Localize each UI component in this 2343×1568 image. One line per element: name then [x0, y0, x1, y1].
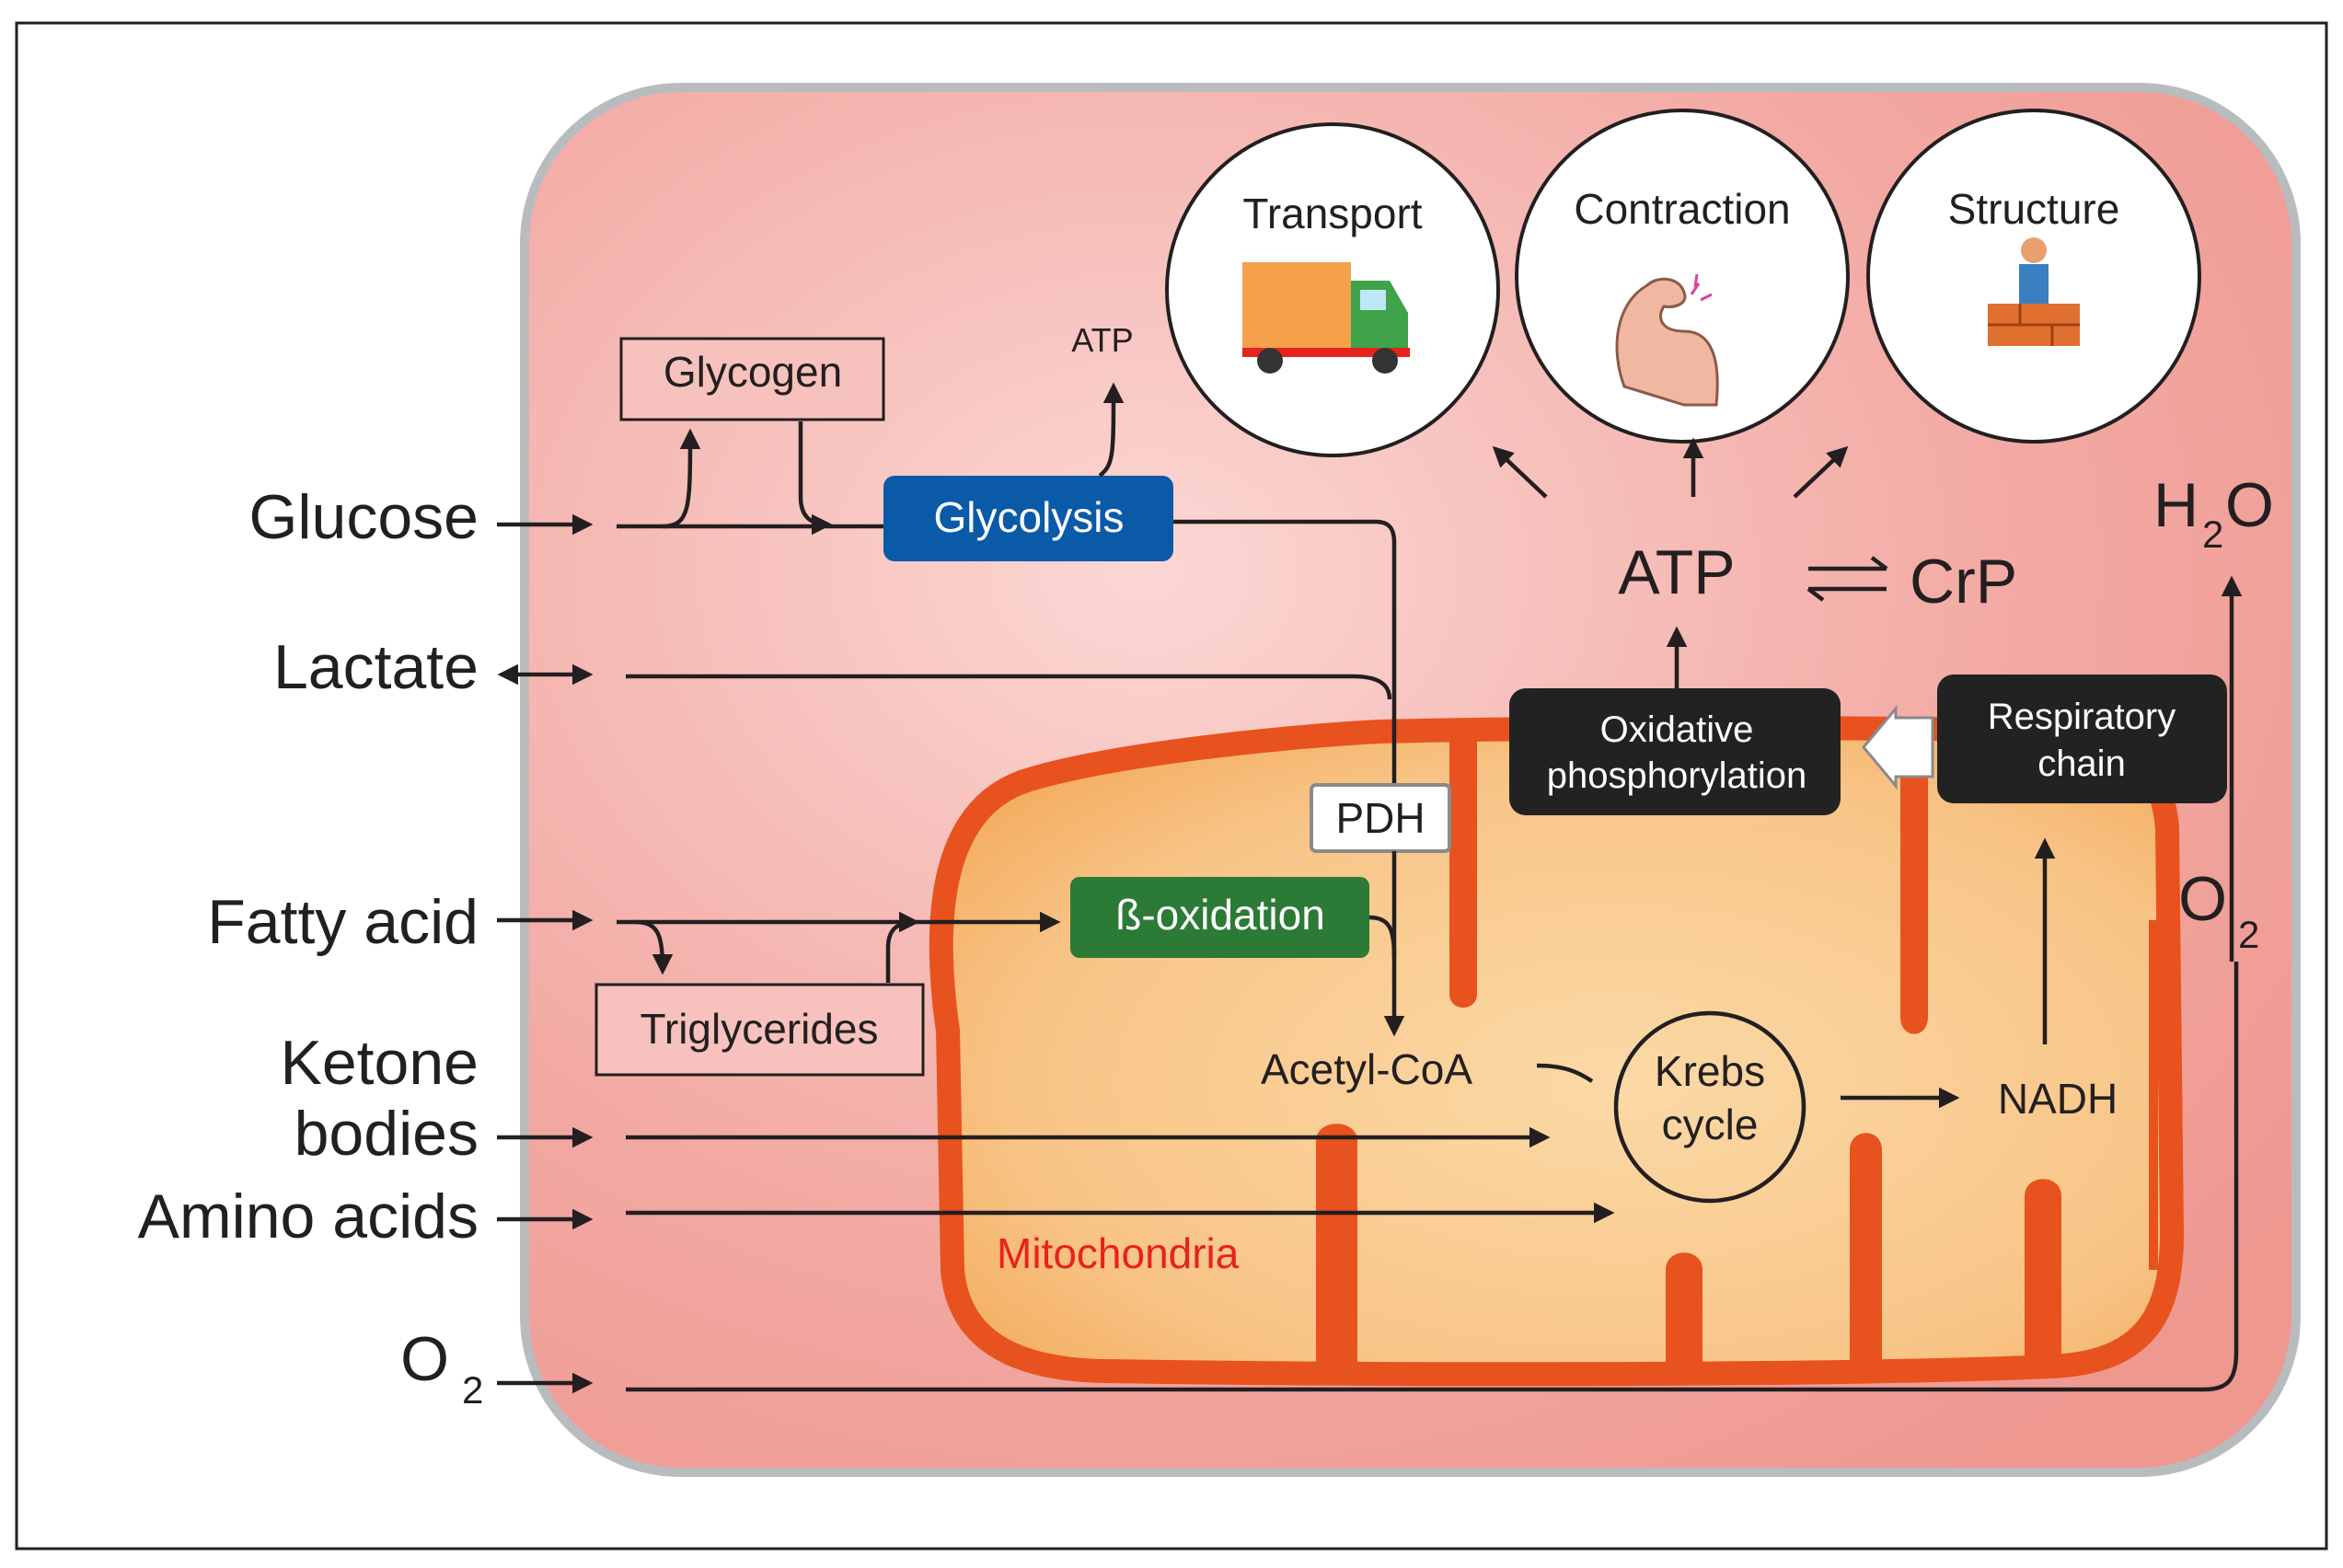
beta-oxidation-box [1070, 877, 1369, 958]
respiratory-chain-box [1937, 674, 2227, 803]
glycolysis-to-pdh-line [1173, 519, 1397, 791]
bricklayer-icon [1988, 237, 2080, 346]
beta-to-acetylcoa-line [1368, 915, 1397, 958]
fatty-acid-label: Fatty acid [207, 887, 479, 957]
mitochondria-label: Mitochondria [997, 1229, 1240, 1277]
oxygen-in-label: O 2 [400, 1324, 483, 1412]
triglycerides-to-beta-arrow [885, 911, 920, 983]
svg-text:O: O [2225, 470, 2274, 540]
ketone-label-line2: bodies [294, 1099, 479, 1169]
ketone-label-line1: Ketone [280, 1028, 479, 1098]
triglycerides-label: Triglycerides [640, 1005, 878, 1053]
glucose-to-glycogen-arrow [662, 428, 701, 529]
contraction-label: Contraction [1574, 185, 1790, 233]
glycolysis-label: Glycolysis [933, 493, 1124, 541]
beta-oxidation-label: ß-oxidation [1115, 891, 1325, 939]
glycogen-box [619, 337, 885, 421]
figure-frame [15, 21, 2328, 1551]
acetyl-coa-label: Acetyl-CoA [1261, 1045, 1472, 1093]
respiratory-label-line2: chain [2037, 744, 2126, 784]
oxphos-label-line1: Oxidative [1600, 709, 1754, 750]
svg-text:2: 2 [2238, 913, 2259, 956]
lactate-to-pdh-line [626, 674, 1392, 700]
transport-label: Transport [1242, 190, 1422, 237]
fatty-acid-to-triglycerides-arrow [634, 919, 674, 975]
triglycerides-box [594, 983, 925, 1077]
nadh-label: NADH [1998, 1075, 2118, 1123]
crp-label: CrP [1910, 547, 2017, 617]
acetylcoa-to-krebs-line [1536, 1063, 1594, 1083]
svg-text:H: H [2153, 470, 2199, 540]
svg-text:O: O [2178, 864, 2227, 934]
glycolysis-box [883, 476, 1173, 561]
atp-to-structure-arrow [1793, 445, 1849, 499]
glycogen-to-glycolysis-arrow [798, 421, 833, 536]
amino-acids-label: Amino acids [138, 1182, 479, 1251]
atp-crp-equilibrium-arrow [1806, 556, 1888, 602]
svg-text:2: 2 [462, 1368, 483, 1412]
krebs-label-line1: Krebs [1655, 1047, 1765, 1095]
atp-to-transport-arrow [1492, 445, 1548, 499]
atp-label: ATP [1618, 537, 1735, 607]
water-label: H 2 O [2153, 470, 2274, 556]
oxygen-to-chain-line [626, 962, 2239, 1392]
oxidative-phosphorylation-box [1509, 688, 1841, 815]
pdh-box [1310, 783, 1451, 853]
oxphos-label-line2: phosphorylation [1547, 755, 1806, 796]
truck-icon [1242, 262, 1410, 374]
svg-text:O: O [400, 1324, 449, 1394]
lactate-label: Lactate [273, 632, 479, 702]
use-structure: Structure [1866, 109, 2201, 444]
use-contraction: Contraction [1515, 109, 1850, 444]
pdh-label: PDH [1335, 794, 1425, 842]
krebs-label-line2: cycle [1662, 1101, 1759, 1148]
glucose-label: Glucose [249, 482, 479, 552]
atp-small-label: ATP [1071, 321, 1133, 359]
svg-text:2: 2 [2202, 513, 2223, 556]
chain-to-oxphos-arrow [1862, 704, 1934, 790]
glycolysis-to-atp-arrow [1098, 382, 1125, 478]
oxygen-inner-label: O 2 [2178, 864, 2259, 956]
respiratory-label-line1: Respiratory [1988, 697, 2176, 737]
glycogen-label: Glycogen [664, 348, 842, 396]
structure-label: Structure [1948, 185, 2120, 233]
flexed-arm-icon [1615, 273, 1719, 407]
use-transport: Transport [1165, 122, 1500, 457]
krebs-cycle-circle [1613, 1010, 1806, 1204]
